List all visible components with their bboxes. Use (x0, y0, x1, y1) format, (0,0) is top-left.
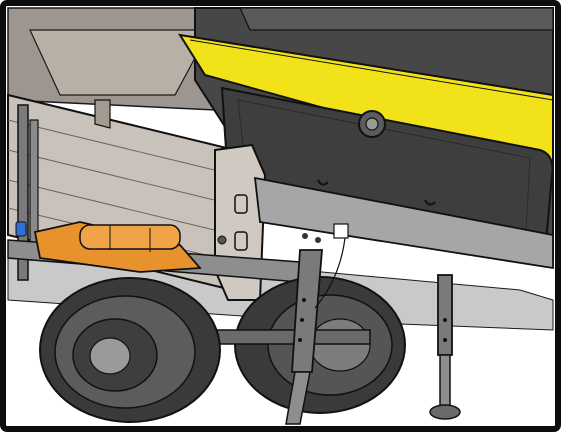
rear-wheel (234, 276, 406, 414)
tray-bracket (94, 99, 111, 129)
tray-rib-1 (7, 119, 236, 176)
bracket-slot-1 (234, 194, 248, 214)
yellow-rail-edge (189, 39, 554, 101)
tray-rib-3 (7, 179, 236, 236)
left-post (17, 104, 29, 281)
bracket-slot-2 (234, 231, 248, 251)
chassis-bolt-2 (315, 237, 321, 243)
hopper-top-edge (239, 7, 554, 31)
support-leg-rear (429, 274, 461, 420)
lid-hook-left (317, 179, 329, 186)
lid-hook-right (424, 199, 436, 206)
hydraulic-fitting-icon (15, 221, 27, 237)
cable (314, 237, 346, 309)
support-leg-front (285, 249, 323, 425)
tray-back-panel (29, 29, 212, 96)
bracket-bolt (217, 235, 227, 245)
chassis-plate (253, 176, 554, 270)
tray-rib-2 (7, 149, 236, 206)
hydraulic-unit (33, 221, 202, 273)
chassis-label-plate (333, 223, 349, 239)
circular-knob-icon (358, 110, 386, 138)
front-wheel (39, 277, 221, 423)
chassis-bolt-1 (302, 233, 308, 239)
